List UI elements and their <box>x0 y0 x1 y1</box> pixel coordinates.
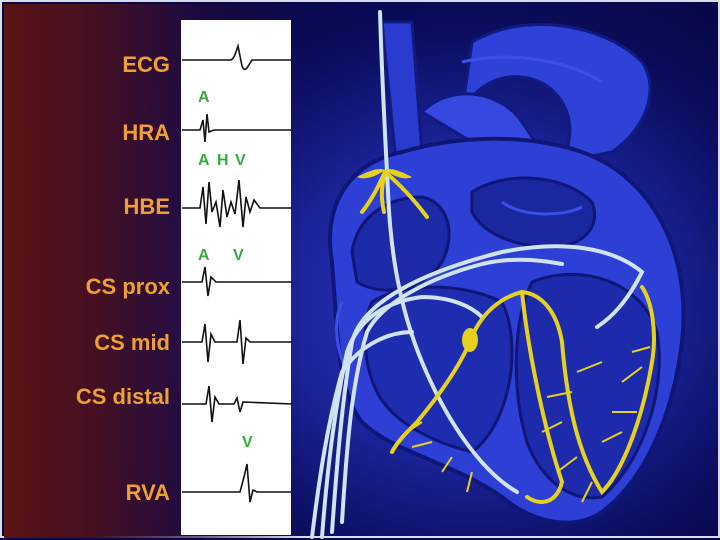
sinus-node <box>357 169 412 179</box>
right-atrium <box>350 195 451 292</box>
marker-hbe-v: V <box>235 152 246 169</box>
aorta <box>460 23 652 165</box>
conduction-system <box>360 170 656 504</box>
catheters <box>310 10 645 539</box>
lead-label-hbe: HBE <box>123 194 170 219</box>
lead-label-cs-prox: CS prox <box>85 274 170 299</box>
marker-cs-v: V <box>233 247 244 264</box>
lead-label-rva: RVA <box>125 480 170 505</box>
marker-rva-v: V <box>242 434 253 451</box>
his-bundle-node <box>462 328 478 352</box>
cs-mid-trace <box>182 319 292 365</box>
marker-cs-a: A <box>198 247 210 264</box>
cs-prox-trace <box>182 266 292 297</box>
electrogram-panel <box>181 20 291 535</box>
marker-hbe-h: H <box>217 152 229 169</box>
purkinje-fibers <box>406 346 651 503</box>
lead-label-ecg: ECG <box>122 52 170 77</box>
rva-trace <box>182 463 292 503</box>
hbe-trace <box>182 179 292 228</box>
marker-hbe-a: A <box>198 152 210 169</box>
lead-label-hra: HRA <box>122 120 170 145</box>
cs-distal-trace <box>182 385 293 423</box>
hra-trace <box>182 113 292 143</box>
ecg-trace <box>182 42 292 71</box>
lead-label-cs-mid: CS mid <box>94 330 170 355</box>
lead-label-cs-distal: CS distal <box>75 384 170 409</box>
marker-hra-a: A <box>198 89 210 106</box>
